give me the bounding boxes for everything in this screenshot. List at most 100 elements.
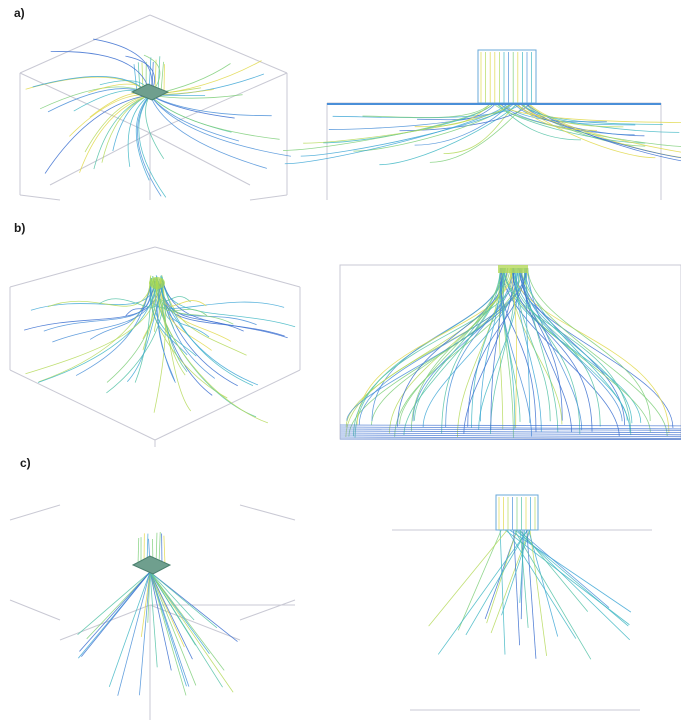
frame-a-left-7: [19, 194, 61, 201]
pile-line-c-left: [137, 538, 140, 566]
streamline-b-right: [520, 267, 668, 436]
streamline-b-left: [134, 278, 152, 383]
streamline-a-right: [300, 103, 514, 157]
streamline-c-right: [519, 529, 529, 628]
streamline-b-left: [30, 276, 158, 311]
streamline-c-left: [117, 571, 151, 696]
bottom-streamline-b: [339, 432, 681, 436]
streamline-b-right: [457, 267, 501, 438]
streamline-c-right: [465, 529, 528, 636]
streamline-a-right: [500, 103, 635, 136]
streamline-c-left: [79, 571, 151, 652]
streamline-c-left: [147, 571, 151, 623]
streamline-a-right: [517, 103, 598, 131]
streamline-c-right: [513, 529, 521, 646]
panel-label-c: c): [20, 456, 31, 470]
bottom-streamline-b: [339, 434, 681, 438]
streamline-a-left: [138, 94, 167, 198]
domain-frames: [9, 14, 681, 720]
streamline-c-right: [428, 529, 508, 627]
streamline-c-left: [139, 571, 151, 696]
frame-a-left-10: [149, 132, 251, 186]
streamline-b-right: [399, 267, 504, 425]
streamline-c-left: [149, 571, 223, 688]
streamline-a-right: [493, 103, 681, 147]
streamline-c-left: [86, 571, 151, 640]
streamline-a-right: [417, 103, 496, 121]
streamline-a-left: [149, 94, 280, 140]
frame-b-left-4: [9, 369, 156, 441]
streamline-c-right: [499, 529, 506, 655]
pile-line-c-left: [158, 531, 161, 566]
streamline-b-left: [25, 279, 158, 375]
frame-a-left-1: [149, 14, 288, 74]
streamline-b-right: [527, 267, 651, 421]
streamline-a-right: [525, 103, 646, 147]
streamline-c-left: [149, 571, 195, 621]
streamline-b-right: [389, 267, 509, 434]
streamline-c-left: [149, 571, 218, 629]
pile-line-a-left: [137, 62, 141, 93]
streamline-b-right: [356, 267, 513, 425]
frame-b-left-1: [154, 246, 301, 288]
source-b-left: [149, 277, 165, 289]
streamline-c-left: [149, 571, 225, 671]
streamline-c-right: [501, 529, 531, 616]
streamline-b-right: [513, 267, 674, 429]
streamline-a-right: [283, 103, 494, 151]
streamline-c-left: [77, 571, 151, 636]
streamline-c-left: [149, 571, 172, 671]
streamline-b-left: [159, 280, 212, 351]
pile-line-a-left: [160, 61, 164, 93]
bottom-streamline-b: [339, 430, 681, 434]
streamline-b-left: [38, 275, 152, 383]
streamline-c-right: [528, 529, 559, 637]
streamline-c-right: [513, 529, 592, 660]
bottom-streamline-b: [339, 436, 681, 439]
streamline-b-right: [516, 267, 551, 422]
frame-c-left-7: [239, 599, 296, 621]
streamline-b-right: [353, 267, 519, 437]
streamline-c-left: [149, 571, 193, 660]
streamline-b-right: [527, 267, 583, 431]
streamline-a-left: [101, 94, 151, 163]
streamline-b-right: [521, 267, 572, 433]
streamline-b-right: [523, 267, 559, 433]
streamlines: [24, 38, 681, 696]
streamline-a-left: [79, 94, 151, 173]
streamline-c-left: [81, 571, 151, 657]
streamline-a-right: [284, 103, 508, 165]
streamline-c-right: [457, 529, 502, 631]
pile-line-a-left: [157, 56, 161, 93]
streamline-a-right: [498, 103, 681, 123]
streamline-c-right: [529, 529, 547, 657]
streamline-b-left: [89, 283, 152, 340]
frame-b-left-5: [154, 369, 301, 441]
streamline-a-right: [379, 103, 518, 166]
streamline-b-left: [162, 280, 288, 339]
streamline-a-left: [137, 94, 162, 197]
frame-a-left-4: [19, 72, 151, 134]
streamline-b-left: [52, 280, 157, 343]
panel-label-a: a): [14, 6, 25, 20]
streamline-c-right: [526, 529, 537, 659]
streamline-a-right: [529, 103, 681, 158]
streamline-b-left: [152, 280, 234, 325]
streamline-c-right: [518, 529, 610, 608]
streamline-b-left: [150, 284, 285, 309]
streamline-a-right: [513, 103, 607, 123]
streamline-a-left: [127, 94, 151, 167]
streamline-c-left: [140, 571, 151, 637]
streamline-b-left: [142, 280, 154, 351]
streamline-b-right: [471, 267, 505, 429]
panel-label-b: b): [14, 221, 26, 235]
streamline-b-right: [358, 267, 527, 425]
streamline-b-right: [518, 267, 563, 421]
streamline-c-right: [509, 529, 632, 613]
streamline-c-right: [519, 529, 589, 612]
streamline-c-left: [149, 571, 158, 668]
streamline-b-right: [503, 267, 632, 436]
streamline-b-left: [155, 281, 269, 424]
